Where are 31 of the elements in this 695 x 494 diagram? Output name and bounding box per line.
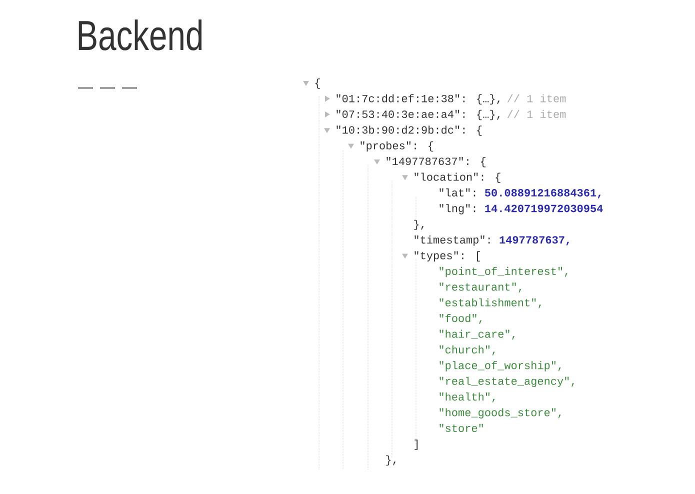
json-number: 1497787637,	[500, 236, 569, 246]
json-string: "hair_care",	[440, 330, 515, 340]
json-key: },	[414, 220, 424, 230]
json-string: "establishment",	[440, 298, 541, 308]
code-comment: // 1 item	[507, 94, 566, 102]
json-key: "lat":	[440, 188, 476, 196]
json-string: "real_estate_agency",	[440, 376, 574, 388]
json-string: "restaurant",	[440, 282, 522, 293]
json-key: },	[386, 455, 396, 466]
json-number: 14.420719972030954	[485, 204, 603, 212]
json-key: "probes": {	[360, 141, 434, 152]
json-key: "10:3b:90:d2:9b:dc": {	[336, 126, 482, 136]
json-number: 50.08891216884361,	[484, 189, 601, 198]
json-key: {	[315, 78, 320, 89]
json-string: "church",	[440, 345, 495, 356]
json-key: "01:7c:dd:ef:1e:38": {…},	[336, 94, 500, 104]
code-comment: // 1 item	[507, 110, 566, 118]
json-key: "1497787637": {	[386, 157, 486, 168]
json-string: "home_goods_store",	[440, 408, 561, 418]
json-key: "location": {	[414, 172, 500, 183]
json-key: "07:53:40:3e:ae:a4": {…},	[336, 110, 500, 120]
json-string: "store"	[440, 424, 483, 432]
json-string: "food",	[440, 314, 482, 324]
json-string: "health",	[440, 392, 495, 402]
json-string: "point_of_interest",	[440, 266, 568, 278]
json-key: "lng":	[440, 204, 476, 214]
json-key: "timestamp":	[414, 236, 490, 246]
json-key: ]	[414, 440, 418, 450]
json-key: "types": [	[414, 251, 480, 262]
page-title: Backend	[78, 20, 202, 50]
json-string: "place_of_worship",	[440, 361, 561, 372]
